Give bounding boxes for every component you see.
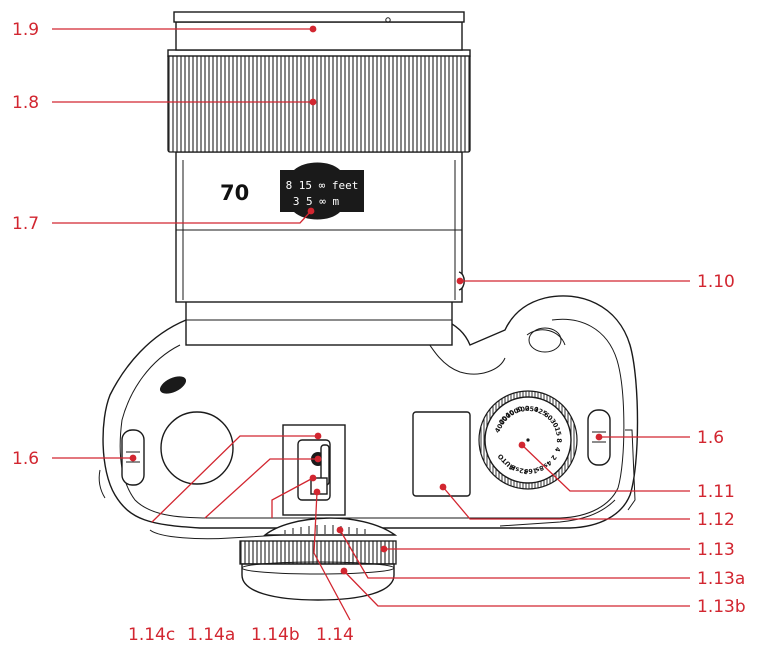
leader-1-14b (271, 477, 314, 518)
leader-1-13b (343, 570, 690, 607)
dial-value-label: B (509, 463, 517, 472)
callout-1-13a: 1.13a (697, 569, 745, 589)
lens: 70 8 15 ∞ feet 3 5 ∞ m (167, 11, 471, 346)
grip-button (528, 327, 562, 353)
callout-1-14a: 1.14a (187, 625, 235, 645)
left-top-dial (160, 411, 234, 485)
callout-1-10: 1.10 (697, 272, 735, 292)
leader-1-13a (339, 529, 690, 579)
front-dial-base (241, 563, 395, 601)
dial-value-label: 4s (542, 458, 554, 470)
dial-value-label: 500 (515, 404, 530, 414)
leader-1-14c (151, 435, 318, 523)
callout-leaders (52, 25, 690, 621)
callout-1-13b: 1.13b (697, 597, 746, 617)
dial-value-label: 8s (534, 463, 545, 474)
focus-ring (167, 53, 471, 153)
dial-value-label: 16s (524, 466, 538, 475)
callout-1-11: 1.11 (697, 482, 735, 502)
callout-1-13: 1.13 (697, 540, 735, 560)
callout-1-14b: 1.14b (251, 625, 300, 645)
body-base-line (149, 529, 301, 540)
callout-1-14: 1.14 (316, 625, 354, 645)
hot-shoe (282, 424, 346, 516)
front-dial-top (263, 517, 398, 536)
dial-value-label: 15 (553, 426, 563, 437)
callout-1-9: 1.9 (12, 20, 39, 40)
dial-value-label: 8 (555, 438, 563, 443)
dial-value-label: 250 (525, 404, 540, 414)
grip-curve (526, 329, 566, 346)
leader-1-14a (204, 458, 318, 519)
body-inner-contour (119, 318, 625, 519)
leader-1-11 (521, 444, 690, 492)
body-base-right (499, 499, 616, 527)
leader-1-12 (442, 486, 690, 520)
brand-logo (159, 376, 187, 394)
distance-scale-window (280, 162, 364, 220)
lens-mount-ring (185, 299, 453, 346)
dial-value-label: 32s (515, 465, 529, 475)
callout-1-6-right: 1.6 (697, 428, 724, 448)
callout-1-12: 1.12 (697, 510, 735, 530)
leader-1-7 (52, 210, 312, 224)
shutter-speed-dial: 4000200010005002501256030158424s8s16s32s… (478, 390, 578, 490)
dial-value-label: 30 (548, 417, 560, 429)
callout-1-8: 1.8 (12, 93, 39, 113)
lens-barrel (175, 151, 463, 303)
lens-front (175, 21, 463, 51)
dial-value-label: 4 (553, 446, 562, 453)
lens-front-rim (173, 11, 465, 23)
leader-1-14 (313, 491, 351, 621)
distance-scale-feet: 8 15 ∞ feet (286, 179, 359, 192)
strap-edge-right (625, 429, 636, 511)
top-display-panel (412, 411, 471, 497)
dial-value-label: 2 (549, 453, 558, 461)
front-dial-scale (284, 525, 366, 534)
callout-labels: 1.9 1.8 1.7 1.10 1.6 1.6 1.11 1.12 1.13 … (12, 20, 746, 645)
distance-scale-meters: 3 5 ∞ m (293, 195, 340, 208)
lens-index-dot (385, 17, 391, 23)
callout-1-7: 1.7 (12, 214, 39, 234)
callout-1-14c: 1.14c (128, 625, 175, 645)
lower-dial-assembly (239, 517, 398, 601)
focal-length-label: 70 (220, 181, 249, 205)
callout-1-6-left: 1.6 (12, 449, 39, 469)
